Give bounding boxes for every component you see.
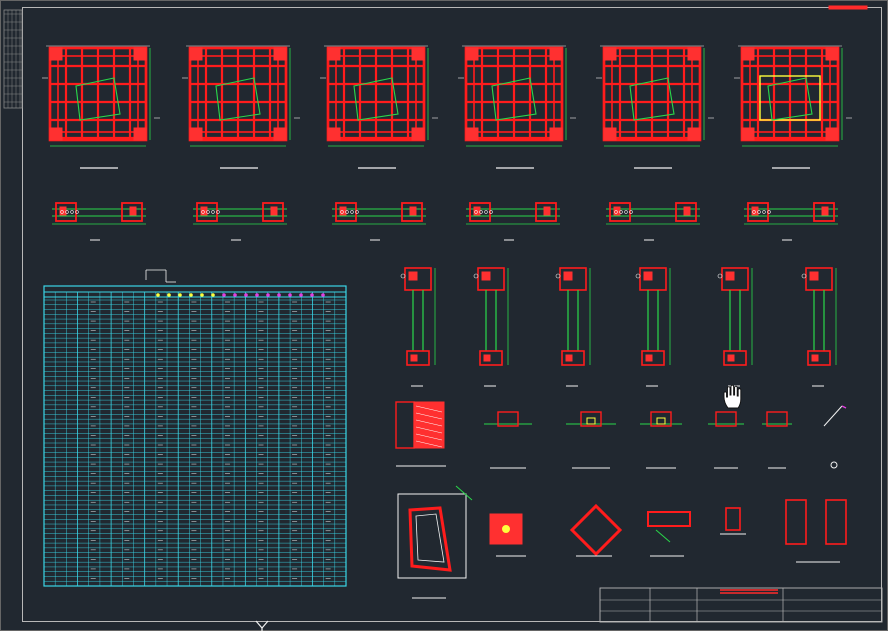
table-header-marker: [178, 293, 182, 297]
plan-section: [596, 45, 714, 169]
column-detail: [717, 267, 753, 387]
node-detail: [640, 411, 682, 469]
column-detail: [801, 267, 837, 387]
table-header-marker: [200, 293, 204, 297]
beam-detail: [647, 511, 691, 557]
plan-section: [734, 45, 852, 169]
diamond-detail: [569, 503, 623, 557]
plan-section: [458, 45, 576, 169]
wall-section: [332, 202, 426, 241]
table-header-marker: [266, 293, 270, 297]
table-header-marker: [310, 293, 314, 297]
plan-section: [320, 45, 438, 169]
opening-detail: [397, 485, 473, 599]
wall-section: [606, 202, 700, 241]
wall-sections-row: [52, 202, 838, 241]
column-detail: [473, 267, 509, 387]
table-header-marker: [244, 293, 248, 297]
node-detail: [762, 411, 792, 469]
hatched-block: [489, 513, 526, 557]
column-detail: [400, 267, 436, 387]
column-detail: [635, 267, 671, 387]
plan-section: [182, 45, 300, 169]
table-header-marker: [255, 293, 259, 297]
hand-pan-cursor-icon: [723, 384, 742, 409]
table-header-marker: [233, 293, 237, 297]
table-header-marker: [299, 293, 303, 297]
ucs-y-axis-icon: [255, 620, 269, 631]
table-header-marker: [167, 293, 171, 297]
wall-section: [193, 202, 287, 241]
title-block: [599, 587, 883, 623]
column-details-row: [400, 267, 837, 387]
node-details-row-2: [397, 485, 847, 599]
table-heading-mark: [145, 269, 176, 283]
table-header-marker: [321, 293, 325, 297]
column-detail: [555, 267, 591, 387]
node-details-row-1: [395, 401, 847, 469]
node-detail: [708, 411, 744, 469]
node-detail: [395, 401, 446, 467]
column-box-detail: [720, 507, 746, 535]
wall-section: [466, 202, 560, 241]
table-header-marker: [189, 293, 193, 297]
node-detail: [823, 405, 847, 469]
table-header-marker: [211, 293, 215, 297]
double-column-detail: [785, 499, 847, 563]
plan-section: [42, 45, 160, 169]
table-header-marker: [156, 293, 160, 297]
table-header-marker: [288, 293, 292, 297]
wall-section: [744, 202, 838, 241]
node-detail: [484, 411, 532, 469]
wall-section: [52, 202, 146, 241]
table-header-marker: [277, 293, 281, 297]
node-detail: [566, 411, 616, 469]
plan-sections-row: [42, 45, 852, 169]
schedule-table: [43, 269, 347, 587]
table-header-marker: [222, 293, 226, 297]
